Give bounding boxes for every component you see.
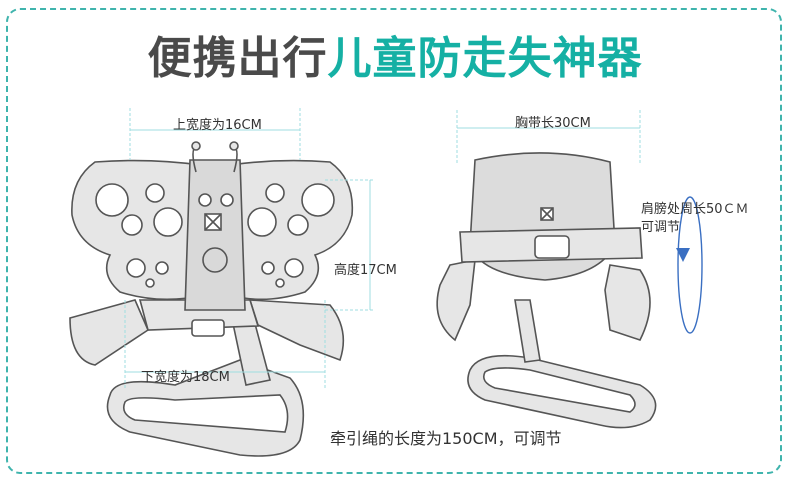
circumference-arrow [676,196,703,334]
title-part-gray: 便携出行 [147,33,328,84]
dimension-guides-left [124,108,375,390]
bottom-width-label: 下宽度为18CM [141,370,230,385]
page-title: 便携出行儿童防走失神器 [0,22,790,86]
title-part-teal: 儿童防走失神器 [327,33,643,84]
top-width-label: 上宽度为16CM [173,118,262,133]
leash-length-label: 牵引绳的长度为150CM，可调节 [330,429,562,448]
back-harness-illustration [436,152,657,429]
adjustable-label: 可调节 [641,220,681,235]
height-label: 高度17CM [334,263,397,278]
butterfly-harness-illustration [69,141,354,457]
chest-strap-label: 胸带长30CM [515,116,591,131]
dimension-guides-right [456,110,641,165]
shoulder-circumference-label: 肩膀处周长50ＣＭ [641,202,749,217]
